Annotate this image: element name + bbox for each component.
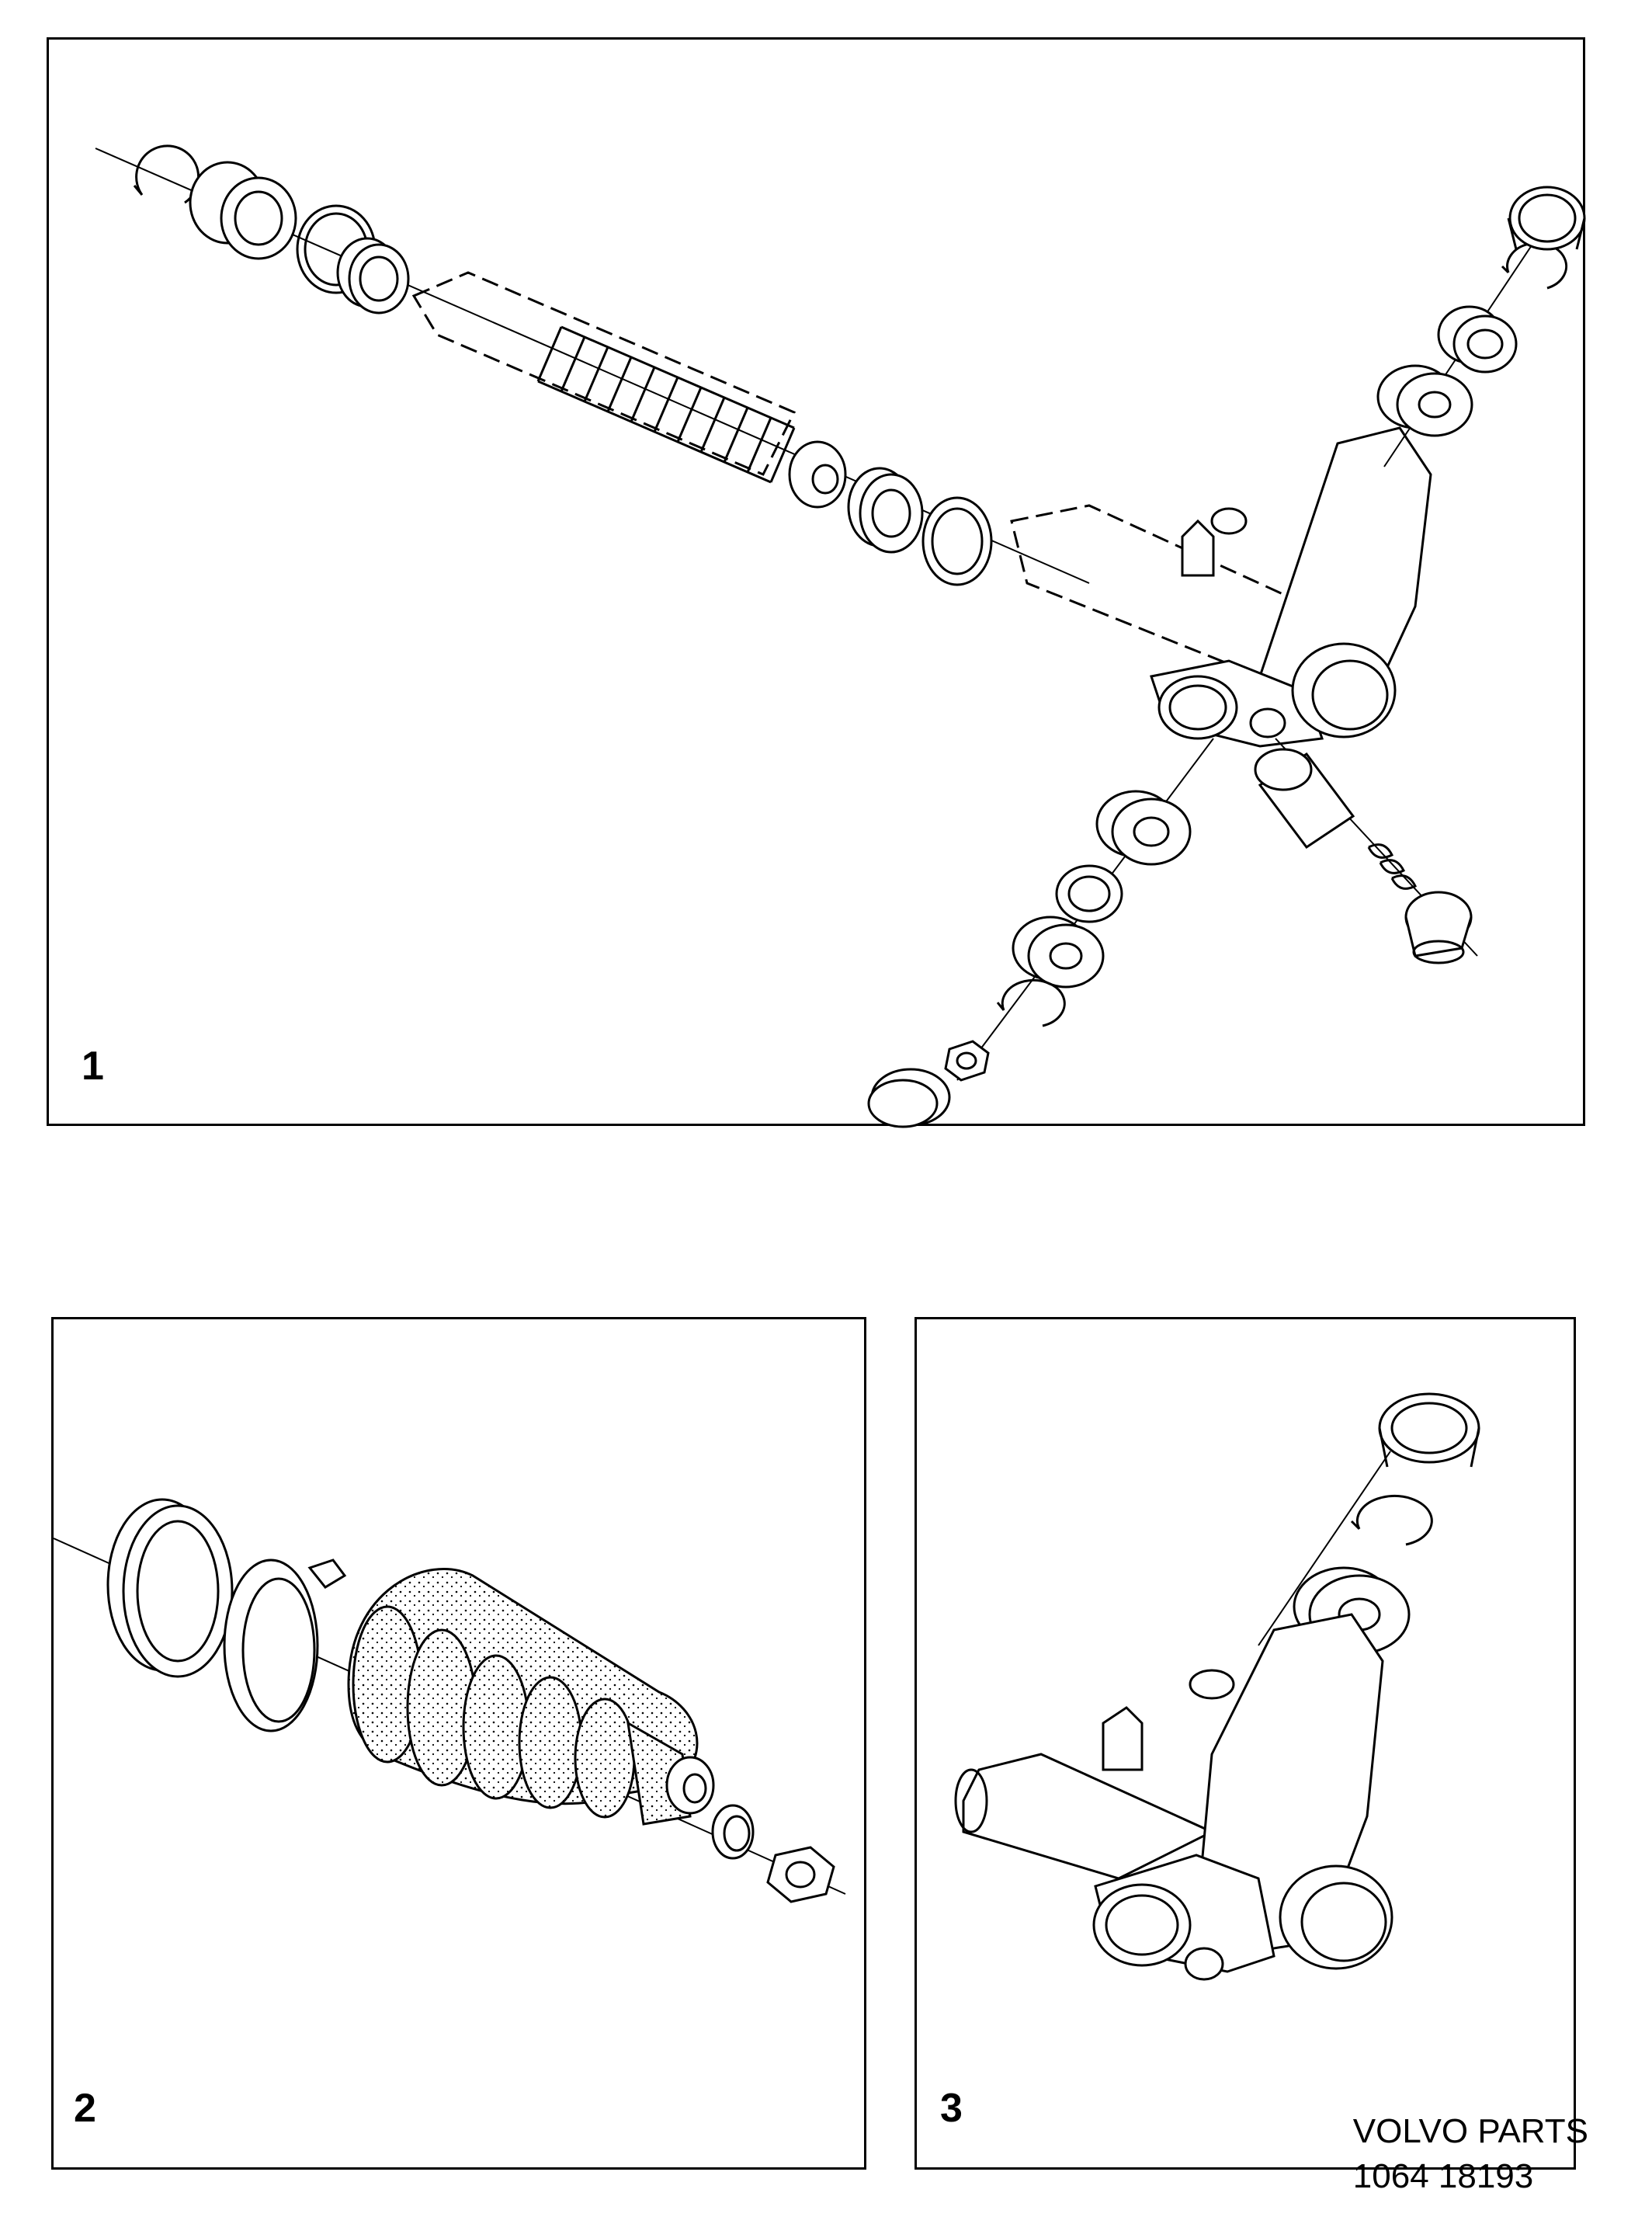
panel-2: 2 (51, 1317, 866, 2170)
lower-nut (944, 1040, 990, 1082)
rack-ring (921, 496, 993, 586)
upper-bearing (1376, 364, 1473, 437)
steering-housing (1010, 426, 1432, 748)
rack-shaft (411, 271, 796, 476)
upper-cap (1507, 186, 1586, 251)
bellows-clamp-small (711, 1804, 755, 1860)
panel-1: 1 (47, 37, 1586, 1128)
panel-number: 3 (940, 2086, 963, 2131)
parts-reference: VOLVO PARTS 1064 18193 (1353, 2109, 1588, 2199)
adjuster-spring (1367, 843, 1418, 890)
bellows-exploded-drawing (54, 1498, 846, 1903)
rack-seal-right (847, 467, 924, 554)
lower-washer (1055, 864, 1123, 923)
tie-rod-nut (766, 1846, 835, 1903)
housing-seal-drawing (954, 1392, 1480, 1981)
lower-cap (867, 1068, 951, 1128)
adjuster-plunger (1254, 748, 1355, 850)
steering-housing (954, 1613, 1393, 1981)
adjuster-plug (1404, 891, 1473, 964)
rack-teeth (536, 325, 796, 484)
lower-bearing-2 (1012, 916, 1105, 989)
housing-seal-axis (1258, 1451, 1391, 1646)
rack-seal-left (336, 237, 410, 314)
panel-number: 1 (82, 1044, 104, 1089)
rack-bushing (189, 161, 297, 260)
bellows-clamp-large (223, 1559, 347, 1732)
panel-3: 3 (914, 1317, 1576, 2170)
lower-bearing-1 (1095, 790, 1192, 866)
circlip (133, 144, 200, 204)
housing-circlip (1350, 1495, 1433, 1546)
steering-rack-exploded-drawing (95, 144, 1586, 1128)
upper-bushing (1437, 305, 1518, 374)
upper-circlip (1501, 242, 1568, 290)
bellows-sleeve (106, 1498, 234, 1678)
panel-number: 2 (74, 2086, 96, 2131)
brand-label: VOLVO PARTS (1352, 2112, 1588, 2150)
lower-circlip (996, 978, 1066, 1027)
bellows-boot (347, 1568, 715, 1826)
part-number: 1064 18193 (1352, 2157, 1534, 2195)
rack-end (788, 440, 847, 509)
housing-cap (1378, 1392, 1480, 1468)
